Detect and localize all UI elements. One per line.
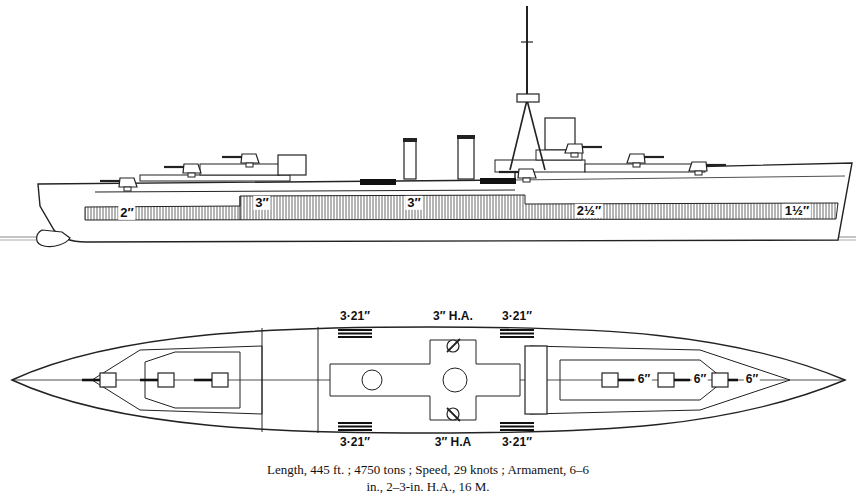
armour-thickness: 3″ (405, 196, 422, 210)
tube-calibre: 3·21″ (500, 310, 534, 323)
forecastle-outline (530, 346, 790, 414)
gun-barrel (447, 339, 460, 352)
gun-calibre: 6″ (692, 373, 708, 386)
deck-division (318, 327, 319, 433)
deckhouse (585, 164, 705, 172)
yard (521, 41, 533, 42)
tube-calibre: 3·21″ (338, 310, 372, 323)
funnel-plan (443, 368, 467, 392)
tripod-leg (510, 100, 527, 170)
funnel-plan (362, 370, 382, 390)
deckhouse (200, 164, 280, 175)
bridge-plan (525, 346, 547, 414)
tube-calibre: 3·21″ (338, 436, 372, 449)
armour-thickness: 3″ (253, 196, 270, 210)
gun-calibre: 3″ H.A (433, 436, 473, 449)
aft-deckhouse (145, 352, 240, 408)
bridge-base (495, 160, 585, 172)
torpedo-tubes (338, 330, 534, 430)
gun-6in (565, 144, 602, 157)
gun-barrel (447, 408, 460, 421)
armour-thickness: 2½″ (575, 204, 603, 218)
deck-line (95, 190, 515, 192)
water-line (0, 240, 40, 241)
gun-6in (689, 162, 726, 175)
gun-calibre: 3″ H.A. (431, 310, 475, 323)
hull-plan (12, 327, 845, 433)
boat (480, 178, 516, 184)
funnel (404, 140, 416, 179)
gun-6in (627, 154, 664, 167)
rudder (37, 230, 70, 247)
boat (360, 179, 396, 185)
funnel-cap (457, 135, 475, 139)
midship-deckhouse (330, 340, 520, 420)
aft-deck-outline (92, 346, 262, 414)
tube-calibre: 3·21″ (500, 436, 534, 449)
mast-top (517, 94, 539, 102)
funnel-cap (403, 138, 417, 142)
topmast (526, 6, 528, 94)
deckhouse (140, 175, 290, 181)
deck-line (515, 176, 845, 180)
gun-calibre: 6″ (744, 373, 760, 386)
hull-profile (38, 163, 852, 242)
gun-3in-plan (447, 408, 459, 420)
tripod-leg (527, 100, 545, 170)
armour-thickness: 1½″ (783, 204, 811, 218)
armour-thickness: 2″ (118, 206, 135, 220)
caption: Length, 445 ft. ; 4750 tons ; Speed, 29 … (263, 462, 593, 496)
belt-step (240, 196, 241, 220)
gun-6in-plan (100, 373, 728, 387)
gun-3in-plan (447, 340, 459, 352)
armour-belt (85, 195, 838, 220)
gun-6in (222, 154, 259, 167)
gun-calibre: 6″ (636, 373, 652, 386)
funnel (458, 137, 474, 179)
searchlight-house (278, 155, 306, 175)
forward-deckhouse (560, 360, 725, 400)
gun-6in (164, 164, 201, 177)
gun-3in (499, 169, 536, 182)
gun-6in (100, 178, 137, 191)
